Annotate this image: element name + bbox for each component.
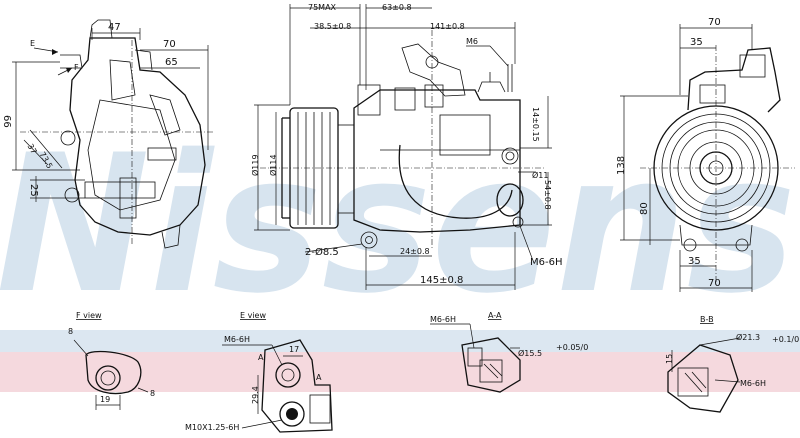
dim-37: 37 [26,142,39,155]
thread-m6-6h: M6-6H [530,257,562,268]
dim-75max: 75MAX [308,3,337,12]
dim-25: 25 [28,184,39,197]
aa-thread: M6-6H [430,315,456,324]
front-view: 75MAX 63±0.8 38.5±0.8 141±0.8 M6 Ø119 Ø1… [250,3,562,290]
e-mark-a2: A [316,373,322,382]
dim-11: Ø11 [532,170,548,180]
e-thread-top: M6-6H [224,335,250,344]
dim-70-top: 70 [708,17,721,28]
dim-70-side: 70 [163,39,176,50]
dim-63: 63±0.8 [382,3,412,12]
blue-band [0,330,800,352]
section-b-b: B-B Ø21.3 +0.1/0 15 M6-6H [665,315,799,413]
dim-70-bot: 70 [708,278,721,289]
dim-35-top: 35 [690,37,703,48]
dim-145: 145±0.8 [420,275,463,286]
watermark-logo: Nissens [0,114,796,335]
dim-66: 66 [1,115,12,128]
bb-dim: Ø21.3 [736,332,760,342]
dim-14: 14±0.15 [531,107,540,142]
pink-band [0,352,800,392]
e-num-17: 17 [289,345,299,354]
f-num-19: 19 [100,395,110,404]
dim-114: Ø114 [268,154,278,176]
dim-141: 141±0.8 [430,22,465,31]
aa-tol: +0.05/0 [556,343,588,352]
e-num-29-4: 29.4 [251,386,260,404]
aa-dim: Ø15.5 [518,348,542,358]
f-view-title: F view [76,311,102,320]
section-a-a: A-A M6-6H Ø15.5 +0.05/0 [430,311,588,393]
dim-47: 47 [108,22,121,33]
dim-80: 80 [639,202,650,215]
dim-24: 24±0.8 [400,247,430,256]
detail-e-view: E view M6-6H 17 29.4 A A M10X1.25-6H [185,311,333,433]
dim-54: 54±0.8 [543,180,552,210]
bb-num-15: 15 [665,354,674,364]
detail-f-view: F view 8 19 8 [68,311,155,410]
hole-2x-8-5: 2-Ø8.5 [305,246,339,258]
m6-label: M6 [466,37,478,46]
bb-title: B-B [700,315,714,324]
bb-tol: +0.1/0 [772,335,799,344]
dim-119: Ø119 [250,154,260,176]
dim-65: 65 [165,57,178,68]
aa-title: A-A [488,311,502,320]
e-thread-bot: M10X1.25-6H [185,423,239,432]
view-mark-e: E [30,39,35,48]
bb-thread: M6-6H [740,379,766,388]
view-mark-f: F [74,63,79,72]
dim-38-5: 38.5±0.8 [314,22,351,31]
end-view: 70 35 138 80 35 70 [616,17,795,292]
e-mark-a: A [258,353,264,362]
dim-35-bot: 35 [688,256,701,267]
e-view-title: E view [240,311,266,320]
f-num-8-bot: 8 [150,389,155,398]
f-num-8-top: 8 [68,327,73,336]
dim-138: 138 [616,156,627,175]
